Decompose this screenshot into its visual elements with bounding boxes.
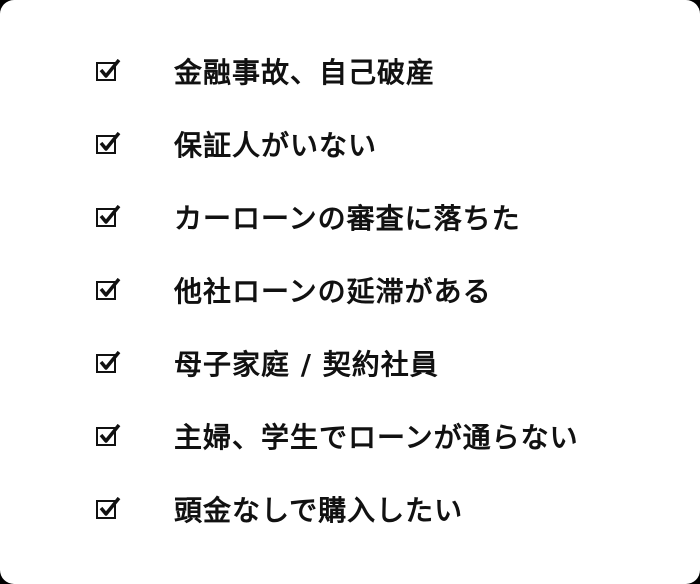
checklist-item: カーローンの審査に落ちた — [96, 180, 579, 253]
checkbox-checked-icon — [96, 58, 121, 83]
checkbox-checked-icon — [96, 131, 121, 156]
checklist-item-label: 他社ローンの延滞がある — [174, 274, 492, 308]
checkbox-checked-icon — [96, 277, 121, 302]
checklist-item-label: カーローンの審査に落ちた — [174, 201, 521, 235]
checklist-item-label: 金融事故、自己破産 — [174, 55, 436, 89]
checklist-item: 母子家庭 / 契約社員 — [96, 326, 579, 399]
checklist-item: 金融事故、自己破産 — [96, 34, 579, 107]
checkbox-checked-icon — [96, 496, 121, 521]
checklist: 金融事故、自己破産 保証人がいない カーローンの審査に落ちた 他社ローンの延滞が… — [96, 34, 579, 545]
checkbox-checked-icon — [96, 350, 121, 375]
checklist-item-label: 主婦、学生でローンが通らない — [174, 420, 579, 454]
checkbox-checked-icon — [96, 204, 121, 229]
checklist-item: 頭金なしで購入したい — [96, 472, 579, 545]
checklist-item-label: 保証人がいない — [174, 128, 378, 162]
checklist-item: 保証人がいない — [96, 107, 579, 180]
checklist-item: 主婦、学生でローンが通らない — [96, 399, 579, 472]
checklist-item-label: 母子家庭 / 契約社員 — [174, 347, 439, 381]
checklist-item-label: 頭金なしで購入したい — [174, 493, 464, 527]
checklist-item: 他社ローンの延滞がある — [96, 253, 579, 326]
checkbox-checked-icon — [96, 423, 121, 448]
